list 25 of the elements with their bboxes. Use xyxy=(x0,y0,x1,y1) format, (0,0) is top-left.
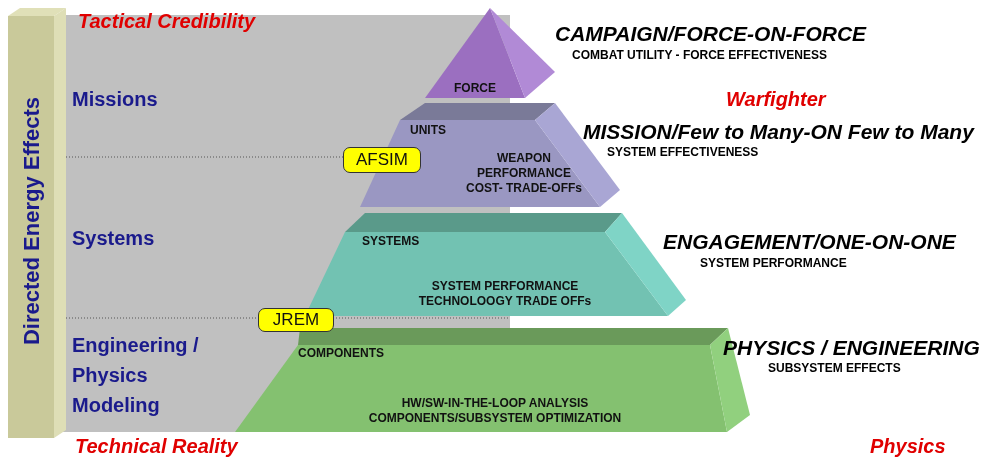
tier-title: UNITS xyxy=(410,123,447,138)
tier-description: SYSTEM PERFORMANCE TECHNOLOOGY TRADE OFFs xyxy=(417,279,593,309)
tier-description: WEAPON PERFORMANCE COST- TRADE-OFFs xyxy=(465,151,583,196)
level-heading: CAMPAIGN/FORCE-ON-FORCE xyxy=(555,22,867,46)
tier-description: HW/SW-IN-THE-LOOP ANALYSIS COMPONENTS/SUBSYSTEM OPTIMIZATION xyxy=(367,396,623,426)
corner-note: Technical Reality xyxy=(75,435,238,458)
level-subheading: SYSTEM EFFECTIVENESS xyxy=(607,145,759,159)
tool-callout: JREM xyxy=(258,308,334,332)
level-label: Engineering / Physics Modeling xyxy=(72,333,200,418)
tier-title: SYSTEMS xyxy=(362,234,421,249)
corner-note: Tactical Credibility xyxy=(78,10,256,33)
tool-callout: AFSIM xyxy=(343,147,421,173)
tier-title: COMPONENTS xyxy=(298,346,385,361)
level-heading: MISSION/Few to Many-ON Few to Many xyxy=(583,120,974,144)
corner-note: Physics xyxy=(870,435,946,458)
level-subheading: COMBAT UTILITY - FORCE EFFECTIVENESS xyxy=(572,48,827,62)
level-heading: PHYSICS / ENGINEERING xyxy=(723,336,980,360)
level-label: Systems xyxy=(72,227,155,250)
level-subheading: SYSTEM PERFORMANCE xyxy=(700,256,847,270)
level-heading: ENGAGEMENT/ONE-ON-ONE xyxy=(663,230,956,254)
level-subheading: SUBSYSTEM EFFECTS xyxy=(768,361,901,375)
corner-note: Warfighter xyxy=(726,88,826,111)
tier-title: FORCE xyxy=(453,81,497,96)
level-label: Missions xyxy=(72,88,158,111)
axis-title: Directed Energy Effects xyxy=(19,95,45,348)
